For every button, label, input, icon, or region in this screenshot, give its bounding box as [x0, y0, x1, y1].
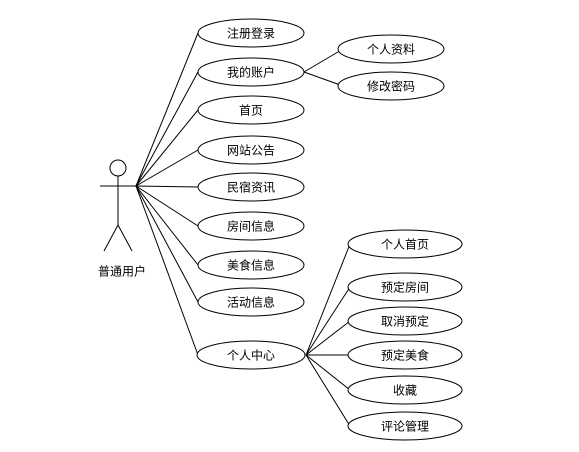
use-case-book-room[interactable]: 预定房间 [347, 272, 463, 302]
actor-head [109, 159, 127, 177]
use-case-label: 我的账户 [227, 65, 275, 80]
assoc-homestay-news [135, 185, 199, 188]
use-case-personal-home[interactable]: 个人首页 [347, 229, 463, 259]
assoc-room-info [135, 185, 199, 227]
assoc-announcement [135, 149, 199, 187]
use-case-label: 美食信息 [227, 258, 275, 273]
use-case-cancel-booking[interactable]: 取消预定 [347, 306, 463, 336]
assoc-favorites [305, 354, 351, 391]
assoc-book-room [305, 286, 351, 356]
use-case-label: 活动信息 [227, 295, 275, 310]
personal-center-associations [305, 243, 351, 427]
use-case-label: 预定房间 [381, 280, 429, 295]
assoc-activity-info [135, 185, 199, 303]
use-case-profile[interactable]: 个人资料 [337, 34, 445, 64]
assoc-personal-center [135, 185, 199, 356]
use-case-personal-center[interactable]: 个人中心 [196, 340, 306, 370]
use-case-label: 房间信息 [227, 219, 275, 234]
use-case-activity-info[interactable]: 活动信息 [197, 287, 305, 317]
use-case-favorites[interactable]: 收藏 [347, 375, 463, 405]
actor-user: 普通用户 [98, 159, 146, 279]
use-case-label: 个人首页 [381, 238, 429, 252]
actor-right-leg [117, 224, 133, 252]
use-case-comment-management[interactable]: 评论管理 [347, 411, 463, 441]
assoc-register-login [135, 32, 199, 187]
assoc-cancel-booking [305, 320, 351, 356]
use-case-room-info[interactable]: 房间信息 [197, 211, 305, 241]
assoc-change-password [303, 71, 344, 87]
assoc-personal-home [305, 243, 351, 356]
use-case-label: 个人资料 [367, 43, 415, 57]
use-case-home[interactable]: 首页 [197, 95, 305, 125]
assoc-profile [303, 48, 344, 73]
assoc-home [135, 109, 199, 187]
use-case-homestay-news[interactable]: 民宿资讯 [197, 172, 305, 202]
assoc-comment-management [305, 354, 351, 427]
assoc-my-account [135, 71, 199, 187]
assoc-food-info [135, 185, 199, 266]
use-case-my-account[interactable]: 我的账户 [197, 57, 305, 87]
use-case-label: 个人中心 [227, 348, 275, 363]
use-case-change-password[interactable]: 修改密码 [337, 71, 445, 101]
actor-left-leg [103, 224, 119, 252]
use-case-food-info[interactable]: 美食信息 [197, 250, 305, 280]
actor-associations [135, 32, 199, 356]
use-case-label: 预定美食 [381, 348, 429, 363]
use-case-label: 取消预定 [381, 314, 429, 329]
use-case-label: 修改密码 [367, 79, 415, 94]
use-case-label: 民宿资讯 [227, 180, 275, 195]
use-case-label: 注册登录 [227, 26, 275, 41]
use-case-announcement[interactable]: 网站公告 [197, 135, 305, 165]
use-case-label: 首页 [239, 104, 263, 118]
use-case-label: 评论管理 [381, 419, 429, 434]
use-case-label: 收藏 [393, 384, 417, 398]
actor-label: 普通用户 [98, 264, 146, 279]
my-account-associations [303, 48, 344, 87]
use-case-label: 网站公告 [227, 144, 275, 158]
use-case-book-food[interactable]: 预定美食 [347, 340, 463, 370]
use-case-register-login[interactable]: 注册登录 [197, 18, 305, 48]
